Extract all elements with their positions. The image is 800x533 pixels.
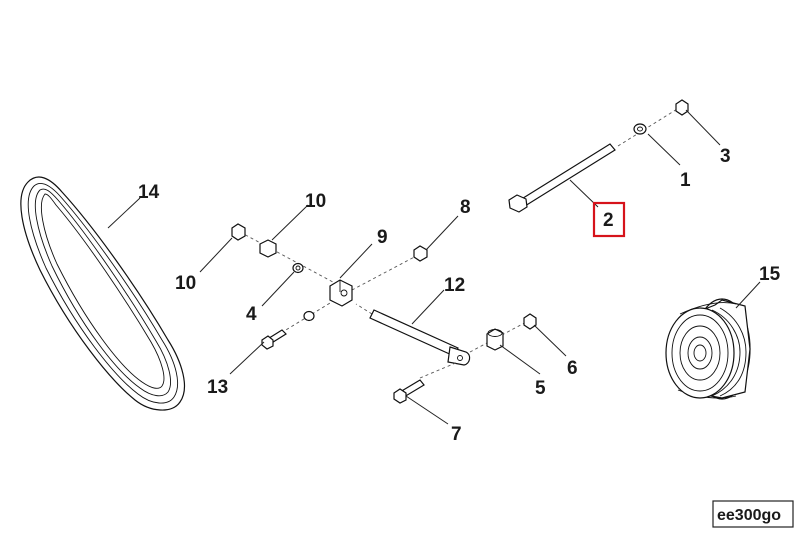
callout-labels: 1 2 3 4 5 6 7 8 9 10 10 12 13 14 15 <box>138 146 781 445</box>
nut-part-3 <box>675 99 689 116</box>
callout-4[interactable]: 4 <box>246 304 257 325</box>
nut-part-10-upper <box>231 223 246 241</box>
nut-part-6 <box>523 313 537 330</box>
leader-lines <box>107 109 761 425</box>
highlight-box <box>592 201 626 238</box>
callout-6[interactable]: 6 <box>567 358 578 379</box>
callout-1[interactable]: 1 <box>680 170 691 191</box>
spacer-part-5 <box>486 328 504 351</box>
left-fastener-cluster <box>231 223 345 350</box>
callout-9[interactable]: 9 <box>377 227 388 248</box>
diagram-code: ee300go <box>717 507 781 524</box>
washer-part-1 <box>633 123 647 135</box>
lower-fasteners <box>393 313 537 404</box>
callout-7[interactable]: 7 <box>451 424 462 445</box>
block-part-9 <box>329 245 428 307</box>
callout-10-lower[interactable]: 10 <box>175 273 196 294</box>
diagram-code-box: ee300go <box>712 500 794 528</box>
arm-part-12 <box>355 303 531 379</box>
belt-part-14 <box>20 176 186 411</box>
callout-3[interactable]: 3 <box>720 146 731 167</box>
long-bolt-part-2 <box>508 105 683 213</box>
nut-part-10-lower <box>259 239 277 258</box>
callout-8[interactable]: 8 <box>460 197 471 218</box>
callout-2[interactable]: 2 <box>603 210 614 231</box>
callout-5[interactable]: 5 <box>535 378 546 399</box>
callout-12[interactable]: 12 <box>444 275 465 296</box>
callout-14[interactable]: 14 <box>138 182 160 203</box>
pulley-part-15 <box>665 298 751 400</box>
callout-10-upper[interactable]: 10 <box>305 191 326 212</box>
washer-part-4b <box>303 310 315 322</box>
nut-part-8 <box>413 245 428 262</box>
callout-15[interactable]: 15 <box>759 264 781 285</box>
washer-part-4 <box>292 262 304 274</box>
callout-13[interactable]: 13 <box>207 377 228 398</box>
